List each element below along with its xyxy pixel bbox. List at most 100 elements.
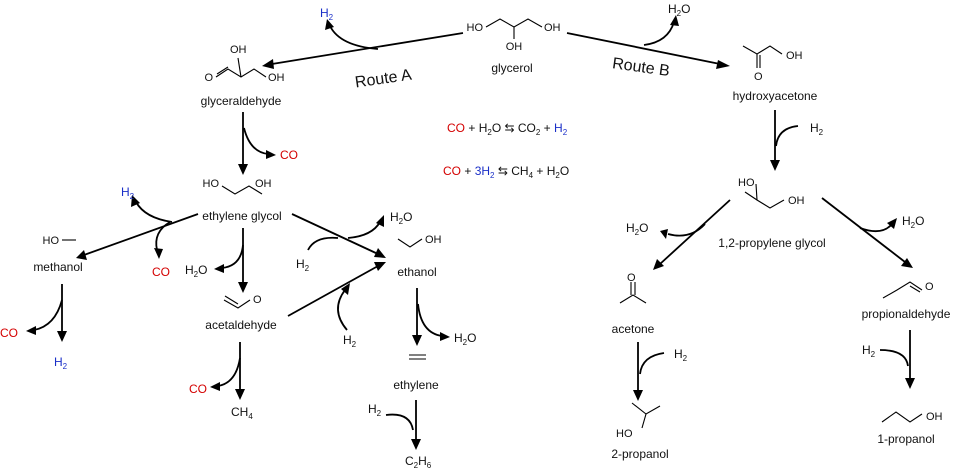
ethylene-glycol-structure: HO OH [203,178,272,195]
h2-release-glycerol-arrow [325,19,379,50]
h2-product-methanol: H2 [54,355,68,371]
glyceraldehyde-to-ethylene-glycol-arrow [238,112,248,175]
svg-text:HO: HO [203,178,220,190]
h2-reactant-ethylene: H2 [368,402,382,418]
ethylene-glycol-to-acetaldehyde-arrow [238,228,248,293]
methanol-structure: HO [43,235,76,247]
ethanol-label: ethanol [397,265,436,279]
c2h6-product: C2H6 [405,454,432,469]
1-propanol-label: 1-propanol [877,432,934,446]
co-release-acetaldehyde-arrow [210,357,241,391]
route-b-label: Route B [611,55,671,80]
svg-text:OH: OH [425,234,442,246]
co-release-glyceraldehyde-arrow [243,127,276,159]
hydroxyacetone-label: hydroxyacetone [733,89,818,103]
svg-text:O: O [627,272,636,284]
co-byproduct-2: CO [152,265,170,279]
acetaldehyde-label: acetaldehyde [205,318,277,332]
propylene-glycol-label: 1,2-propylene glycol [718,236,825,250]
glycerol-structure: HO OH OH [467,18,561,53]
ethylene-glycol-to-methanol-arrow [76,213,199,260]
hydroxyacetone-structure: O OH [742,45,803,83]
h2o-byproduct-propylene-glycol-2: H2O [902,214,924,230]
co-byproduct-1: CO [280,148,298,162]
svg-text:HO: HO [616,428,633,440]
2-propanol-label: 2-propanol [611,447,668,461]
h2-reactant-ethylene-glycol: H2 [296,257,310,273]
h2-consumption-acetaldehyde-arrow [337,283,350,331]
co-byproduct-4: CO [189,382,207,396]
h2-consumption-ethylene-arrow [385,413,414,431]
co-release-methanol-arrow [26,299,63,335]
svg-text:OH: OH [230,44,247,56]
h2-consumption-ethylene-glycol-arrow [307,236,339,251]
ethanol-to-ethylene-arrow [412,288,422,346]
methanol-label: methanol [33,260,82,274]
h2-reactant-propionaldehyde: H2 [862,343,876,359]
glycerol-label: glycerol [491,61,532,75]
svg-text:OH: OH [786,50,803,62]
acetone-to-2-propanol-arrow [633,342,643,401]
svg-text:OH: OH [926,411,943,423]
h2o-release-propylene-glycol-right-arrow [859,218,897,233]
h2o-byproduct-ethanol-1: H2O [390,210,412,226]
ethylene-glycol-label: ethylene glycol [202,209,281,223]
2-propanol-structure: HO [616,402,661,440]
h2-consumption-acetone-arrow [639,352,665,375]
svg-text:HO: HO [43,235,60,247]
h2o-release-ethylene-glycol-arrow [214,244,244,273]
svg-text:O: O [925,281,934,293]
propylene-glycol-structure: HO OH [738,177,805,209]
route-b-arrow [566,32,730,69]
glycerol-oh-middle: OH [506,41,523,53]
co-byproduct-3: CO [0,326,18,340]
1-propanol-structure: OH [881,411,943,423]
h2-byproduct-route-a: H2 [320,6,334,22]
acetone-structure: O [619,272,647,304]
acetaldehyde-structure: O [223,294,262,309]
svg-text:O: O [204,72,213,84]
acetaldehyde-to-ethanol-arrow [287,262,386,317]
svg-text:HO: HO [738,177,755,189]
ethanol-structure: OH [397,234,442,248]
ethylene-structure [409,354,426,360]
h2o-byproduct-route-b: H2O [668,2,690,18]
h2-byproduct-ethylene-glycol: H2 [121,185,135,201]
ethylene-label: ethylene [393,378,439,392]
propionaldehyde-label: propionaldehyde [862,307,951,321]
propionaldehyde-to-1-propanol-arrow [905,330,915,389]
co-release-ethylene-glycol-arrow [154,221,171,259]
water-gas-shift-equation: CO + H2O ⇆ CO2 + H2 [447,121,568,137]
route-a-arrow [262,32,464,69]
h2-consumption-hydroxyacetone-arrow [775,125,799,147]
h2-release-ethylene-glycol-arrow [131,195,173,223]
h2-reactant-acetone: H2 [674,347,688,363]
h2o-release-ethanol-dehydration-arrow [417,303,450,341]
acetaldehyde-to-methane-arrow [235,342,245,400]
h2-reactant-acetaldehyde: H2 [343,333,357,349]
svg-text:O: O [754,71,763,83]
ch4-product: CH4 [231,405,253,421]
h2-consumption-propionaldehyde-arrow [879,349,909,367]
methanation-equation: CO + 3H2 ⇆ CH4 + H2O [443,164,569,180]
svg-text:O: O [253,294,262,306]
h2o-byproduct-propylene-glycol-1: H2O [626,221,648,237]
glycerol-ho-left: HO [467,22,484,34]
h2o-byproduct-ethanol-2: H2O [454,331,476,347]
h2o-release-propylene-glycol-left-arrow [660,223,706,239]
methanol-to-h2-arrow [57,284,67,342]
propylene-glycol-to-propionaldehyde-arrow [821,197,913,268]
propionaldehyde-structure: O [882,281,934,299]
h2o-byproduct-ethylene-glycol: H2O [185,263,207,279]
h2o-release-ethanol-arrow [347,215,384,239]
acetone-label: acetone [612,322,655,336]
glyceraldehyde-label: glyceraldehyde [201,94,282,108]
glycerol-oh-right: OH [544,22,561,34]
h2-reactant-hydroxyacetone: H2 [810,121,824,137]
hydroxyacetone-to-propylene-glycol-arrow [770,110,780,171]
ethylene-to-ethane-arrow [411,400,421,450]
h2o-release-glycerol-arrow [643,15,679,46]
ethylene-glycol-to-ethanol-arrow [291,213,386,258]
route-a-label: Route A [354,67,413,92]
